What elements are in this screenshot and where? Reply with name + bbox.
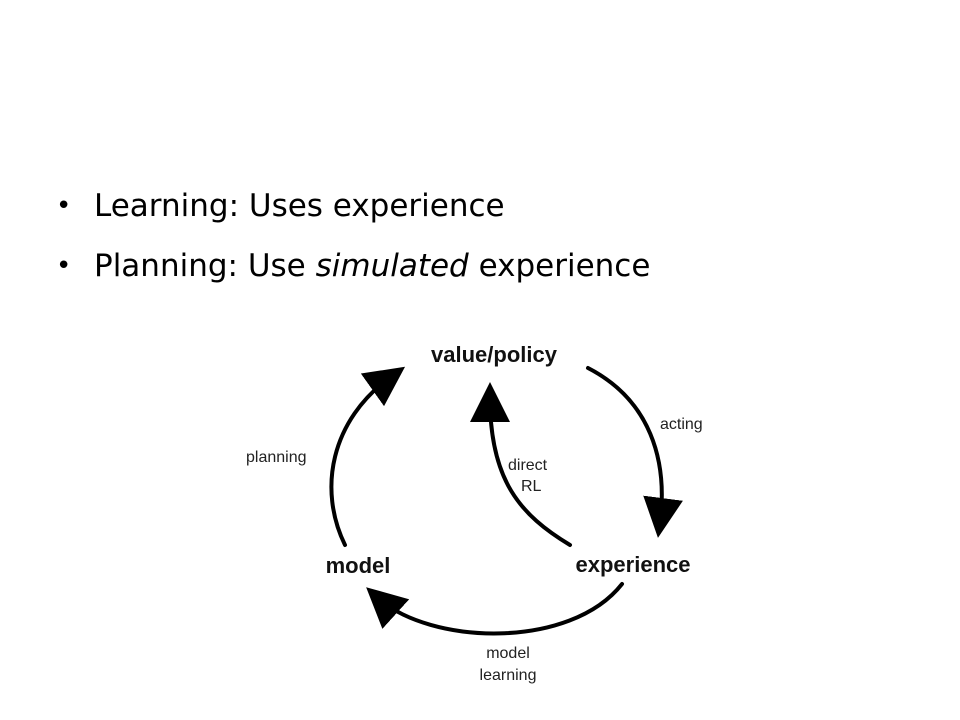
edge-label-model: model: [486, 645, 530, 662]
edge-label-rl: RL: [521, 478, 542, 495]
bullet-planning: • Planning: Use simulated experience: [56, 236, 650, 296]
bullet-list: • Learning: Uses experience • Planning: …: [56, 176, 650, 296]
node-model: model: [326, 553, 391, 578]
bullet-dot-icon: •: [56, 251, 72, 281]
bullet-emphasis: simulated: [315, 248, 469, 284]
edge-label-acting: acting: [660, 416, 703, 433]
edge-label-direct: direct: [508, 457, 548, 474]
planning-arrow: [329, 366, 406, 547]
edge-label-learning: learning: [480, 667, 537, 684]
model-learning-arrow: [366, 582, 624, 636]
bullet-text-suffix: experience: [468, 248, 651, 284]
bullet-text: Planning: Use: [94, 248, 316, 284]
acting-arrow: [586, 366, 683, 538]
bullet-learning: • Learning: Uses experience: [56, 176, 650, 236]
edge-label-planning: planning: [246, 449, 307, 466]
bullet-text: Learning: Uses experience: [94, 188, 505, 224]
bullet-dot-icon: •: [56, 191, 72, 221]
node-value-policy: value/policy: [431, 342, 558, 367]
node-experience: experience: [576, 552, 691, 577]
direct-rl-arrow: [470, 382, 572, 547]
